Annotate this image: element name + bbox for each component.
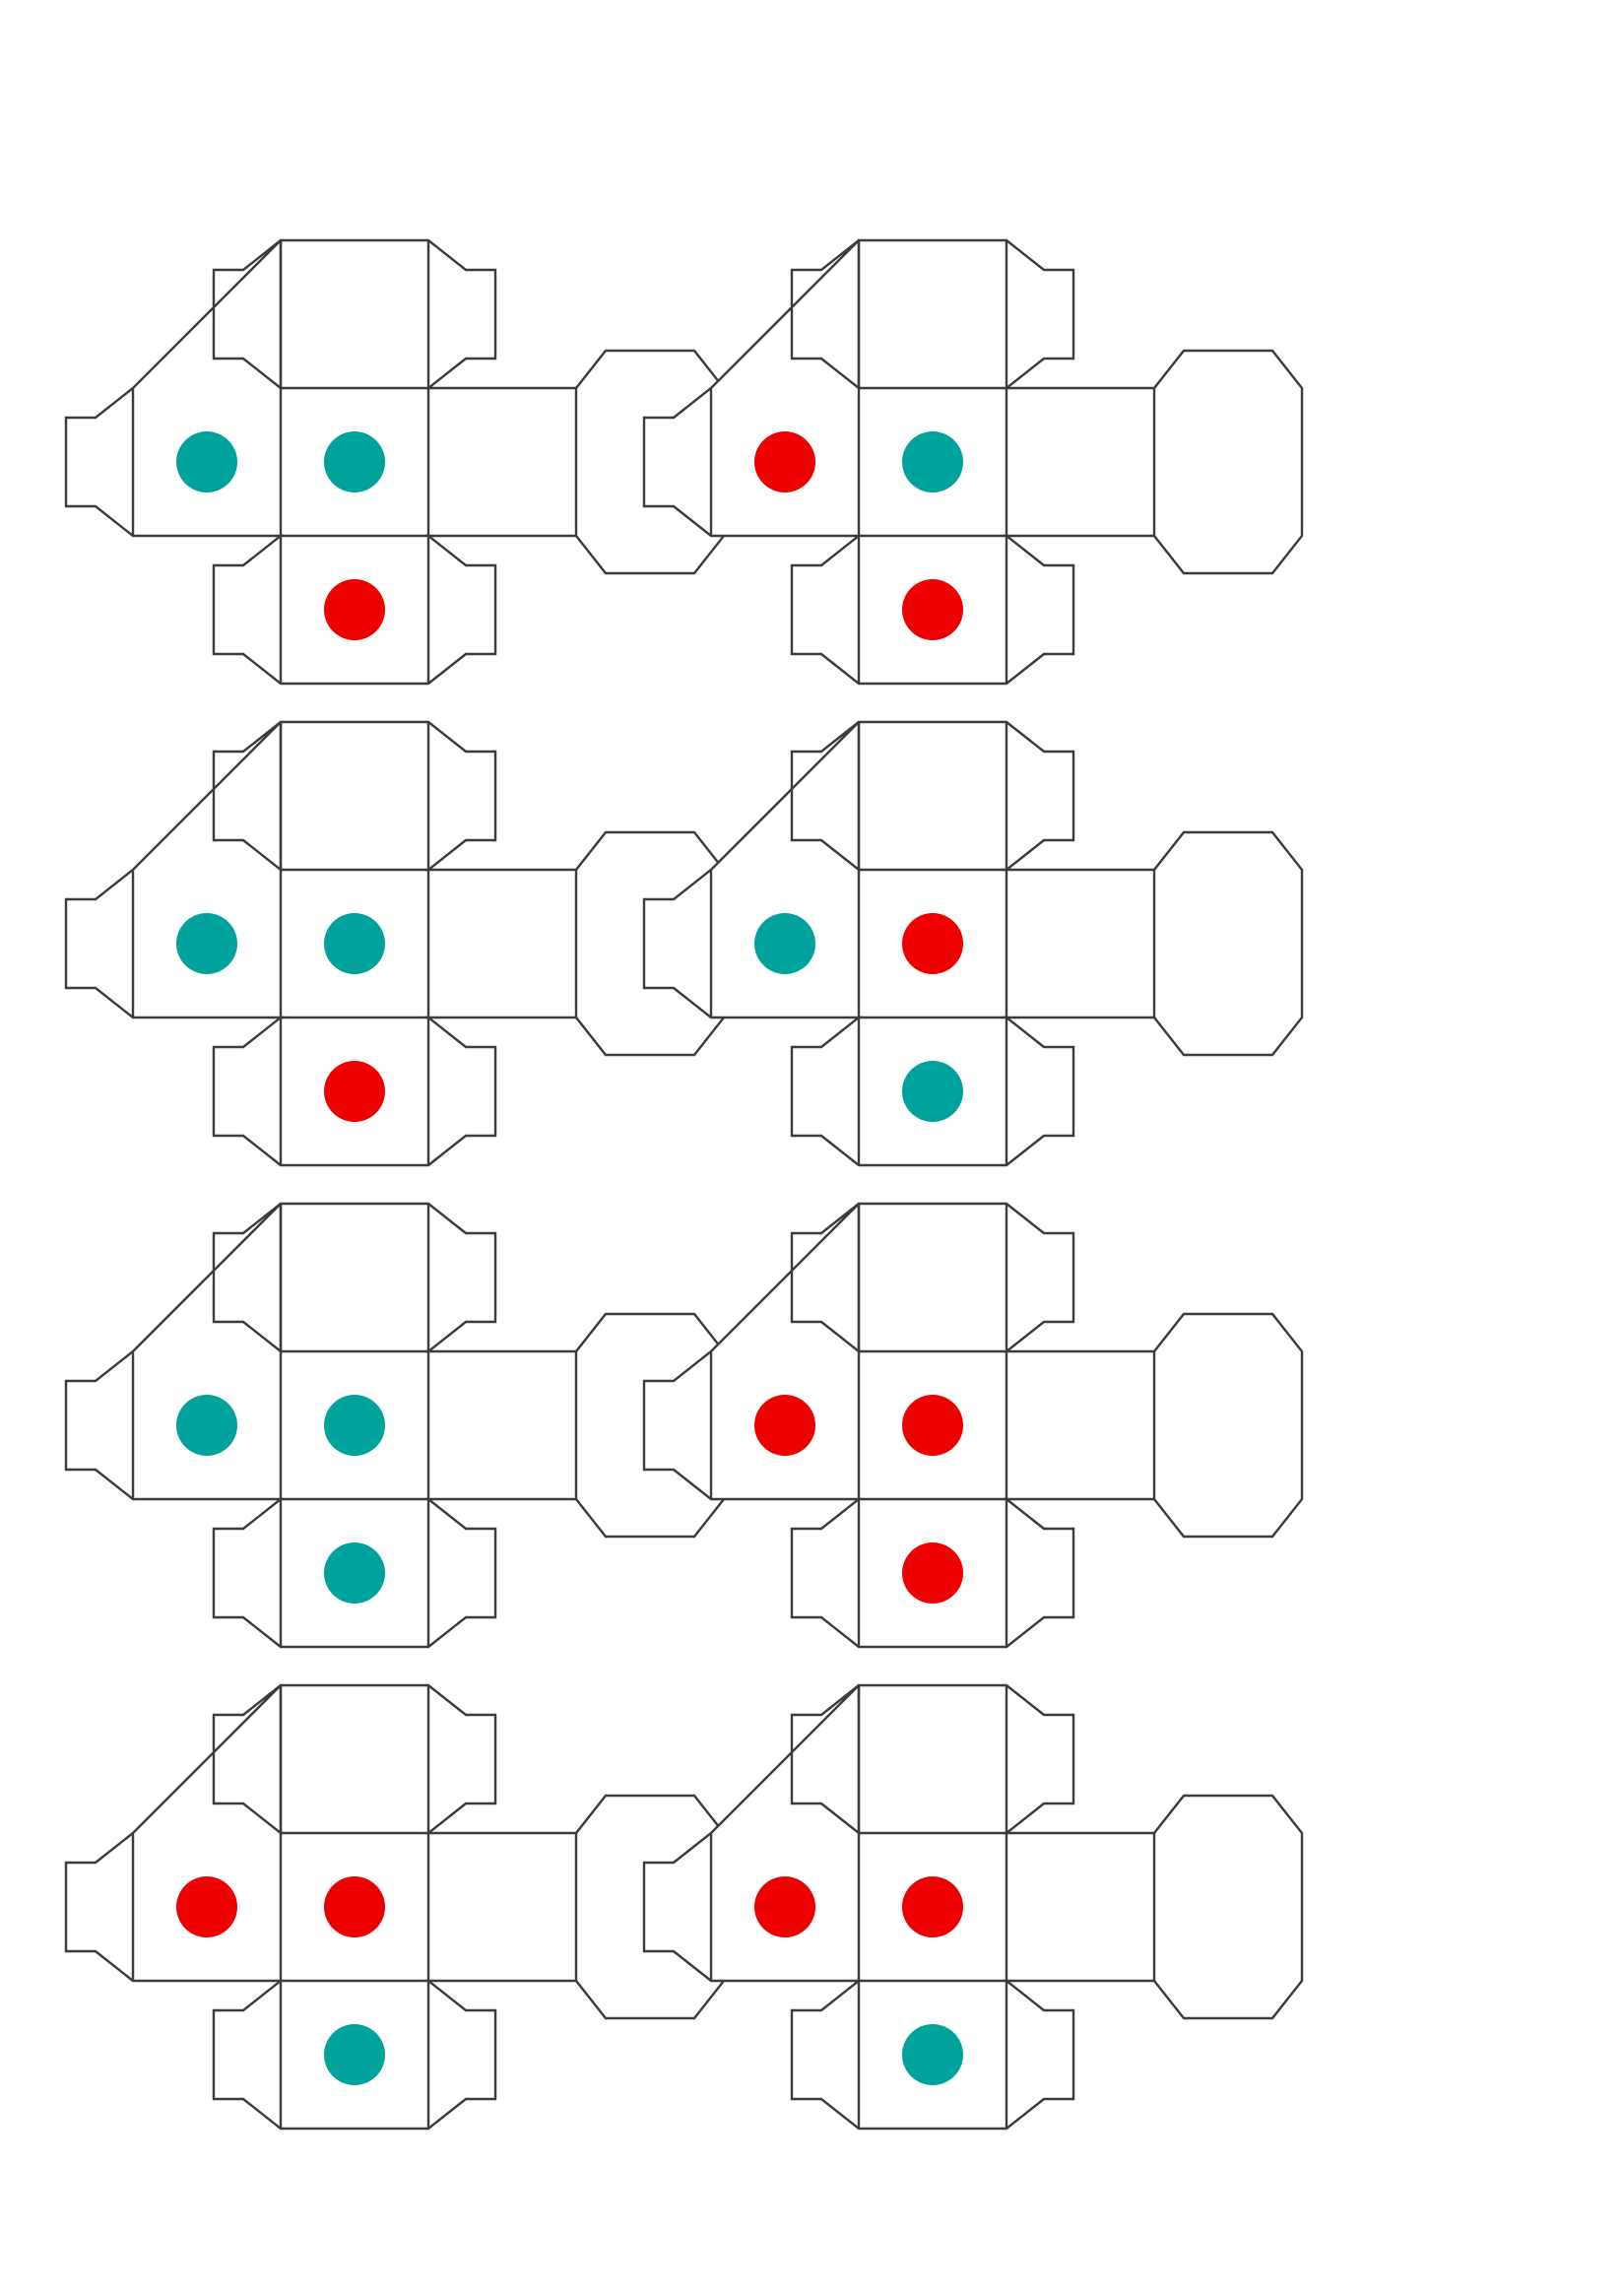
face-dot	[324, 431, 385, 492]
face-dot	[754, 1876, 815, 1937]
net-outline	[64, 720, 726, 1167]
face-dot	[902, 1395, 963, 1456]
face-dot	[324, 1876, 385, 1937]
face-dot	[902, 431, 963, 492]
cube-net[interactable]	[64, 1202, 726, 1649]
cube-net[interactable]	[642, 238, 1304, 686]
cube-net[interactable]	[642, 720, 1304, 1167]
face-dot	[176, 1395, 237, 1456]
face-dot	[324, 579, 385, 640]
face-dot	[176, 431, 237, 492]
face-dot	[324, 1542, 385, 1604]
face-dot	[902, 1542, 963, 1604]
net-outline	[64, 1683, 726, 2131]
face-dot	[754, 431, 815, 492]
net-outline	[642, 1683, 1304, 2131]
face-dot	[754, 913, 815, 974]
face-dot	[324, 1061, 385, 1122]
cube-net[interactable]	[64, 1683, 726, 2131]
cube-net[interactable]	[64, 238, 726, 686]
face-dot	[324, 1395, 385, 1456]
face-dot	[902, 1876, 963, 1937]
face-dot	[902, 579, 963, 640]
cube-net[interactable]	[642, 1683, 1304, 2131]
net-outline	[64, 238, 726, 686]
face-dot	[902, 1061, 963, 1122]
net-outline	[64, 1202, 726, 1649]
face-dot	[176, 913, 237, 974]
net-outline	[642, 720, 1304, 1167]
face-dot	[176, 1876, 237, 1937]
net-outline	[642, 238, 1304, 686]
face-dot	[324, 913, 385, 974]
face-dot	[324, 2024, 385, 2085]
net-outline	[642, 1202, 1304, 1649]
face-dot	[902, 2024, 963, 2085]
cube-net[interactable]	[64, 720, 726, 1167]
face-dot	[754, 1395, 815, 1456]
face-dot	[902, 913, 963, 974]
cube-net[interactable]	[642, 1202, 1304, 1649]
